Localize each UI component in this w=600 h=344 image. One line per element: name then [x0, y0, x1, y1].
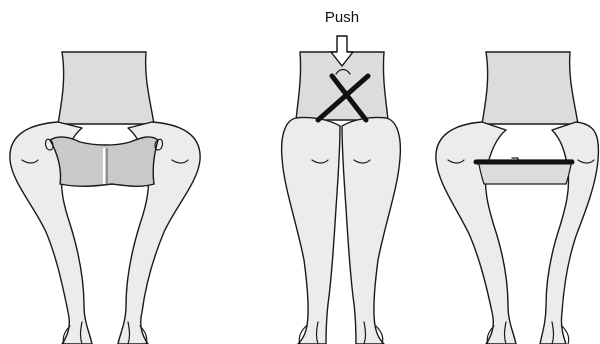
figure-3-locked-bar — [436, 52, 599, 344]
figure-3-torso — [482, 52, 578, 124]
figure-3-right-thigh — [540, 122, 598, 344]
figure-1-torso — [58, 52, 154, 124]
figure-2-crossed-straps: Push — [282, 9, 401, 344]
figure-2-left-thigh — [282, 117, 340, 344]
push-label: Push — [325, 9, 359, 26]
figure-3-left-thigh — [436, 122, 516, 344]
figure-2-right-thigh — [342, 117, 400, 344]
figure-1-padded-band — [10, 52, 200, 344]
